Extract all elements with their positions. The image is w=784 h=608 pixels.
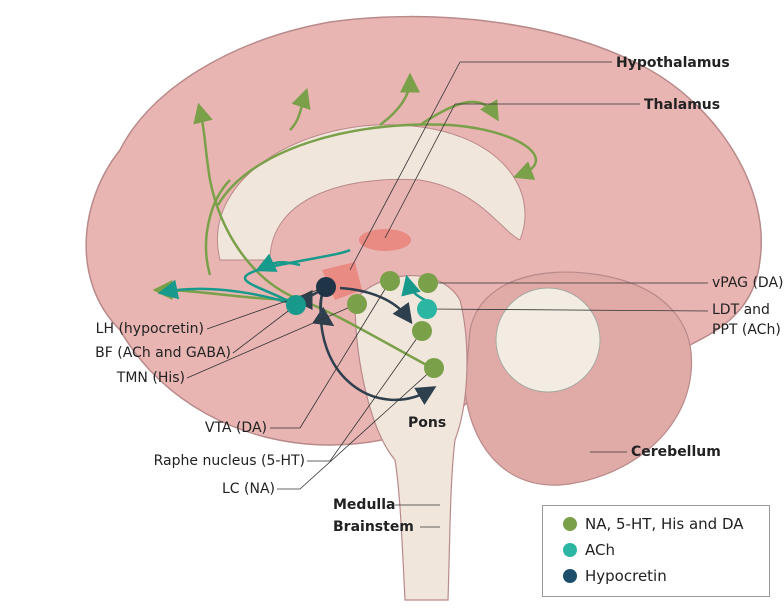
label-lc: LC (NA) bbox=[222, 481, 275, 497]
arbor-vitae bbox=[495, 287, 601, 393]
label-cerebellum: Cerebellum bbox=[631, 444, 721, 460]
corpus-callosum bbox=[217, 124, 526, 261]
legend-label: NA, 5-HT, His and DA bbox=[585, 515, 744, 533]
node-raphe bbox=[412, 321, 432, 341]
legend-item: NA, 5-HT, His and DA bbox=[563, 515, 744, 533]
label-hypothalamus: Hypothalamus bbox=[616, 55, 730, 71]
legend-item: Hypocretin bbox=[563, 567, 667, 585]
green-dot-icon bbox=[563, 517, 577, 531]
label-ldt-line1: LDT and bbox=[712, 302, 770, 318]
label-tmn: TMN (His) bbox=[116, 370, 185, 386]
node-vta bbox=[380, 271, 400, 291]
label-medulla: Medulla bbox=[333, 497, 396, 513]
teal-dot-icon bbox=[563, 543, 577, 557]
label-ldt-line2: PPT (ACh) bbox=[712, 322, 781, 338]
node-lc bbox=[424, 358, 444, 378]
label-vta: VTA (DA) bbox=[204, 420, 267, 436]
node-ldt-ppt bbox=[417, 299, 437, 319]
legend-label: ACh bbox=[585, 541, 615, 559]
label-pons: Pons bbox=[408, 415, 447, 431]
label-vpag: vPAG (DA) bbox=[712, 275, 784, 291]
label-raphe: Raphe nucleus (5-HT) bbox=[153, 453, 305, 469]
label-thalamus: Thalamus bbox=[644, 97, 721, 113]
label-brainstem: Brainstem bbox=[333, 519, 414, 535]
node-bf bbox=[286, 295, 306, 315]
node-vpag bbox=[418, 273, 438, 293]
legend-label: Hypocretin bbox=[585, 567, 667, 585]
navy-dot-icon bbox=[563, 569, 577, 583]
legend-item: ACh bbox=[563, 541, 615, 559]
label-bf: BF (ACh and GABA) bbox=[95, 345, 231, 361]
legend: NA, 5-HT, His and DA ACh Hypocretin bbox=[542, 505, 770, 597]
node-tmn bbox=[347, 294, 367, 314]
label-lh: LH (hypocretin) bbox=[95, 321, 204, 337]
brainstem-shape bbox=[354, 275, 468, 601]
thalamus-region bbox=[359, 229, 411, 251]
node-lh bbox=[316, 277, 336, 297]
